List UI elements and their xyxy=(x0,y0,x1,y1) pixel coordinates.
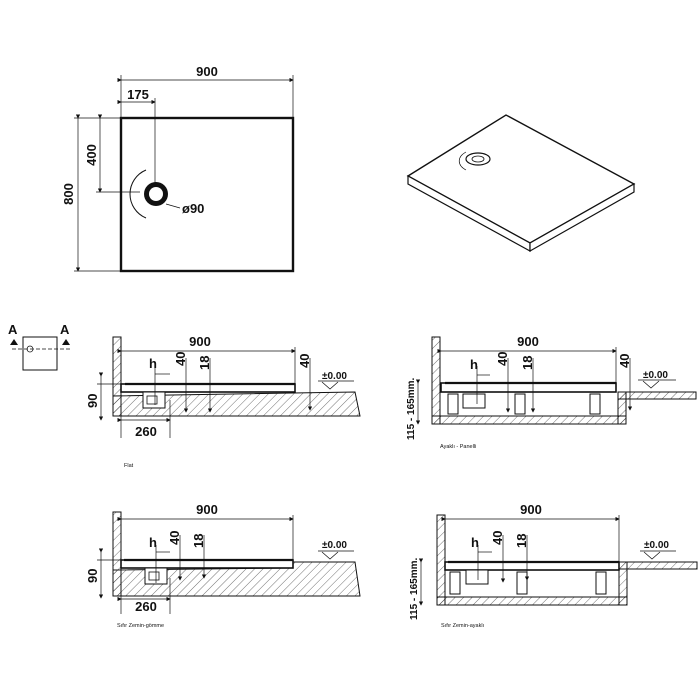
flat-width-label: 900 xyxy=(189,334,211,349)
flush-recessed-drain-label: 260 xyxy=(135,599,157,614)
flat-40-left-label: 40 xyxy=(173,352,188,366)
feet-panel-40-right-label: 40 xyxy=(617,354,632,368)
flush-feet-40-label: 40 xyxy=(490,531,505,545)
flush-feet-level-label: ±0.00 xyxy=(644,540,669,551)
flush-recessed-width-label: 900 xyxy=(196,502,218,517)
flush-recessed-h-label: h xyxy=(149,535,157,550)
feet-panel-18-label: 18 xyxy=(520,356,535,370)
plan-height-label: 800 xyxy=(61,183,76,205)
flush-feet-width-label: 900 xyxy=(520,502,542,517)
section-a-right: A xyxy=(60,322,70,337)
tray-outline xyxy=(119,116,295,273)
flat-tray xyxy=(120,383,296,393)
flush-recessed-depth-label: 90 xyxy=(85,569,100,583)
feet-panel-40-left-label: 40 xyxy=(495,352,510,366)
section-key: A A xyxy=(8,322,70,371)
flat-h-label: h xyxy=(149,356,157,371)
flush-feet-h-label: h xyxy=(471,535,479,550)
flat-40-right-label: 40 xyxy=(297,354,312,368)
feet-panel-range-label: 115 - 165mm. xyxy=(406,378,417,440)
isometric-view xyxy=(406,114,636,253)
section-flush-feet: 900 h 40 18 ±0.00 115 - 165mm. Sıfır Zem… xyxy=(409,502,698,629)
section-flat: 900 h 40 18 40 ±0.00 90 260 Flat xyxy=(85,334,361,469)
iso-drain-icon xyxy=(465,152,491,166)
flush-feet-range-label: 115 - 165mm. xyxy=(409,558,420,620)
feet-panel-caption: Ayaklı - Panelli xyxy=(440,444,476,450)
flush-recessed-caption: Sıfır Zemin-gömme xyxy=(117,623,164,629)
plan-view: 900 175 400 800 ø90 xyxy=(61,64,295,273)
flush-recessed-40-label: 40 xyxy=(167,531,182,545)
flush-feet-caption: Sıfır Zemin-ayaklı xyxy=(441,623,484,629)
flush-feet-tray xyxy=(444,561,620,571)
feet-panel-h-label: h xyxy=(470,357,478,372)
flush-feet-18-label: 18 xyxy=(514,534,529,548)
section-flush-recessed: 900 h 40 18 ±0.00 90 260 Sıfır Zemin-göm… xyxy=(85,502,361,629)
flush-recessed-tray xyxy=(120,559,294,569)
flat-depth-label: 90 xyxy=(85,394,100,408)
section-feet-panel: 900 h 40 18 40 ±0.00 115 - 165mm. Ayaklı… xyxy=(406,334,697,450)
flat-drain-label: 260 xyxy=(135,424,157,439)
plan-width-label: 900 xyxy=(196,64,218,79)
flush-recessed-18-label: 18 xyxy=(191,534,206,548)
plan-drain-offset-label: 175 xyxy=(127,87,149,102)
section-a-left: A xyxy=(8,322,18,337)
flat-18-label: 18 xyxy=(197,356,212,370)
plan-half-height-label: 400 xyxy=(84,144,99,166)
flat-caption: Flat xyxy=(124,463,134,469)
feet-panel-width-label: 900 xyxy=(517,334,539,349)
flat-level-label: ±0.00 xyxy=(322,371,347,382)
flush-recessed-level-label: ±0.00 xyxy=(322,540,347,551)
feet-panel-level-label: ±0.00 xyxy=(643,370,668,381)
tray-top xyxy=(406,114,636,244)
feet-panel-tray xyxy=(440,382,617,393)
plan-drain-diameter-label: ø90 xyxy=(182,201,204,216)
